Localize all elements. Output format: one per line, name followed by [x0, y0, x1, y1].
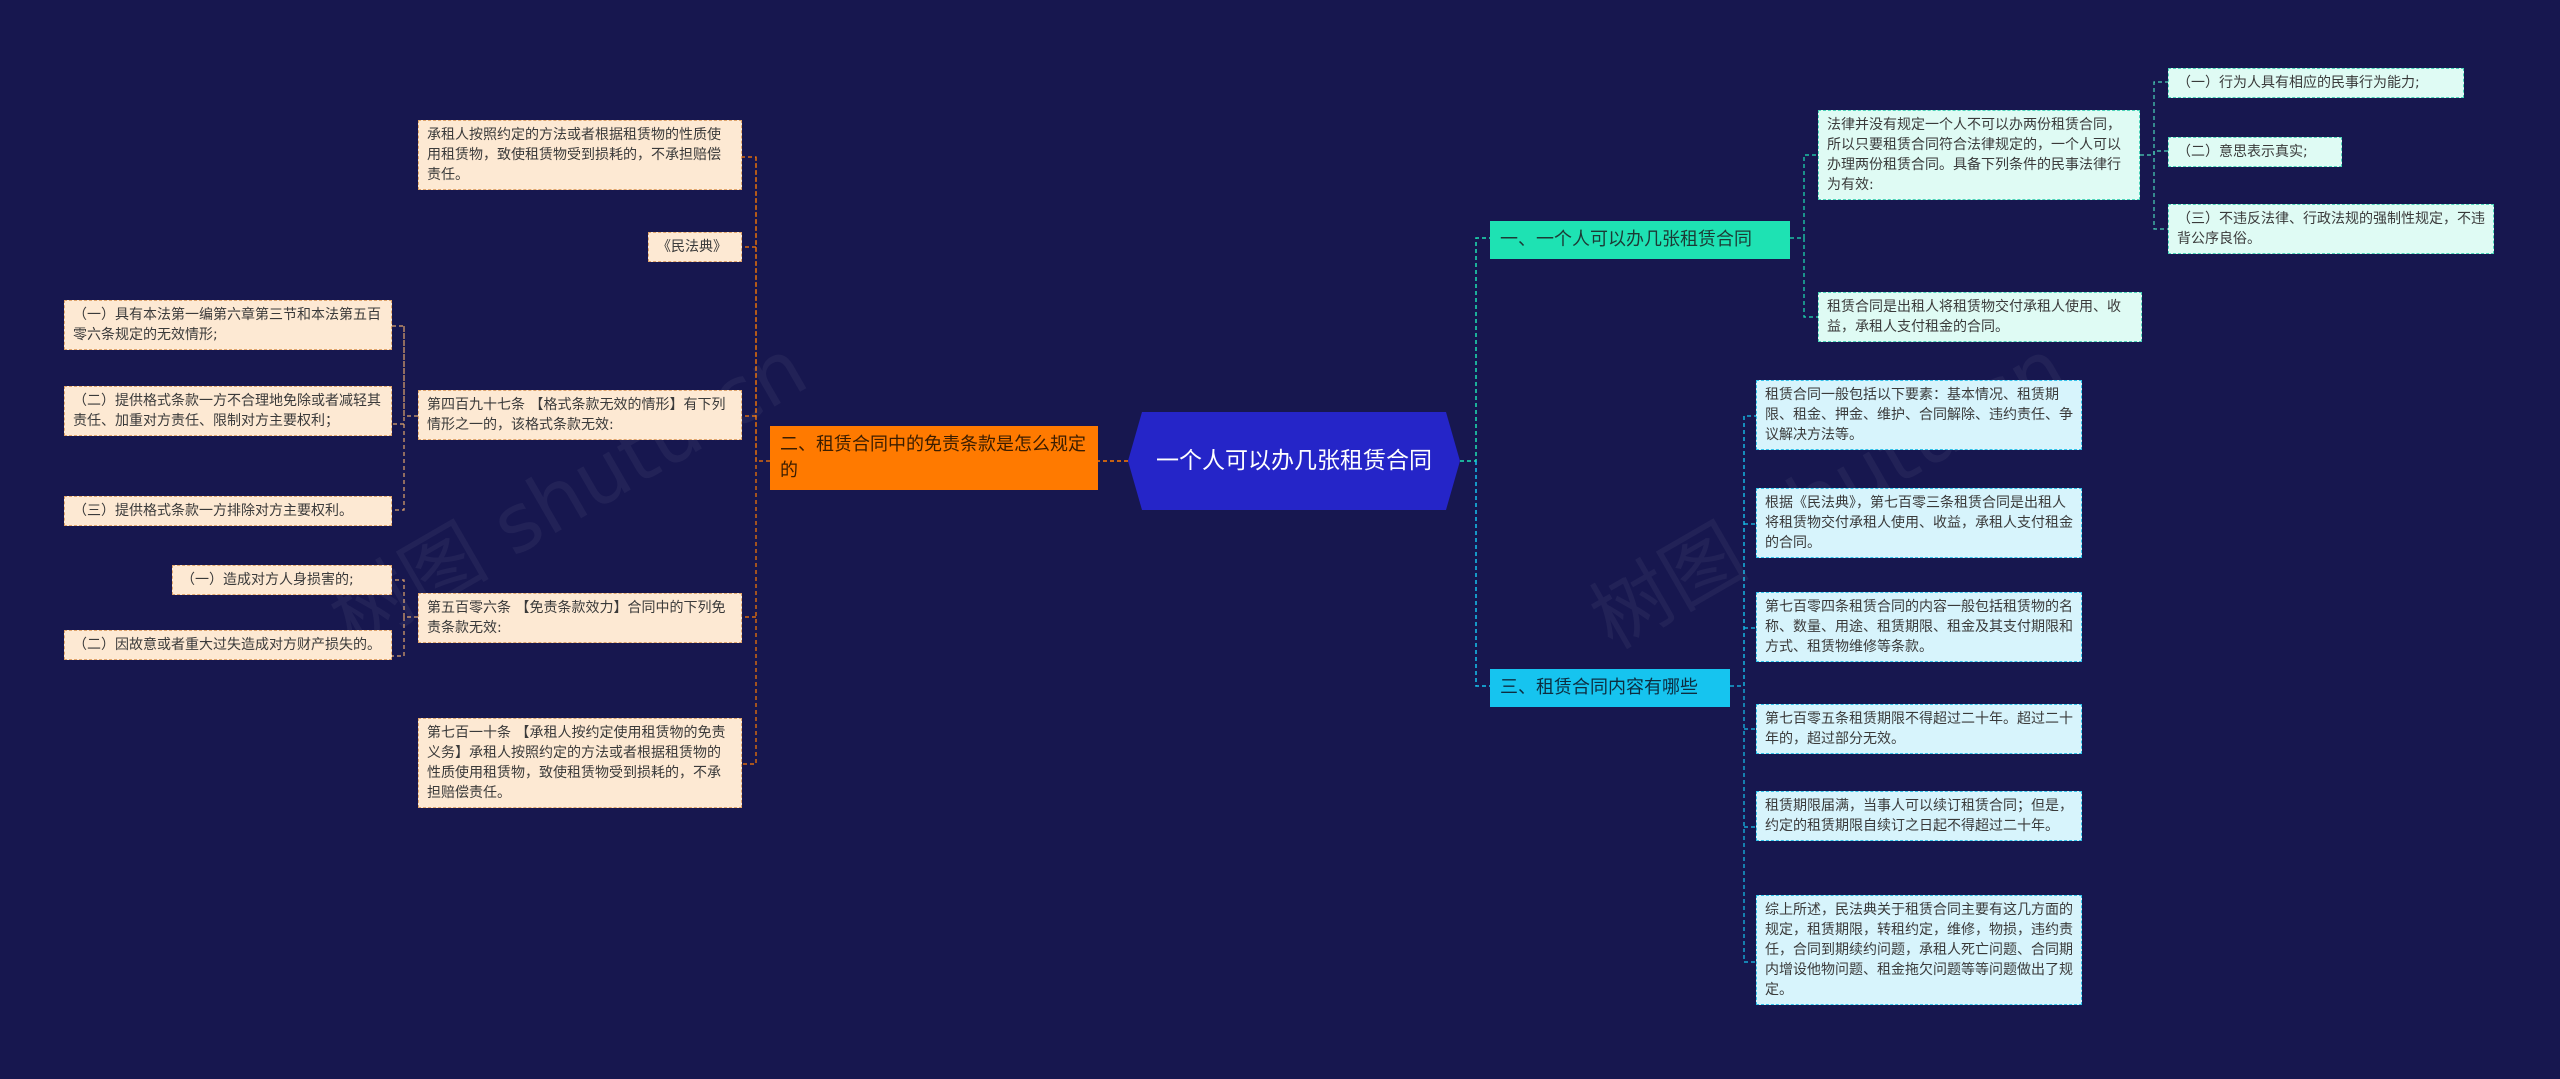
lessee-text-node[interactable]: 承租人按照约定的方法或者根据租赁物的性质使用租赁物，致使租赁物受到损耗的，不承担… — [418, 120, 742, 190]
article-506-node[interactable]: 第五百零六条 【免责条款效力】合同中的下列免责条款无效: — [418, 593, 742, 643]
article-506-item-2[interactable]: （二）因故意或者重大过失造成对方财产损失的。 — [64, 630, 392, 660]
article-710-node[interactable]: 第七百一十条 【承租人按约定使用租赁物的免责义务】承租人按照约定的方法或者根据租… — [418, 718, 742, 808]
contents-node-2[interactable]: 根据《民法典》，第七百零三条租赁合同是出租人将租赁物交付承租人使用、收益，承租人… — [1756, 488, 2082, 558]
branch-contract-contents[interactable]: 三、租赁合同内容有哪些 — [1490, 669, 1730, 707]
contents-node-5[interactable]: 租赁期限届满，当事人可以续订租赁合同；但是，约定的租赁期限自续订之日起不得超过二… — [1756, 791, 2082, 841]
definition-node[interactable]: 租赁合同是出租人将租赁物交付承租人使用、收益，承租人支付租金的合同。 — [1818, 292, 2142, 342]
condition-node-2[interactable]: （二）意思表示真实; — [2168, 137, 2342, 167]
civil-code-node[interactable]: 《民法典》 — [648, 232, 742, 262]
contents-node-6[interactable]: 综上所述，民法典关于租赁合同主要有这几方面的规定，租赁期限，转租约定，维修，物损… — [1756, 895, 2082, 1005]
condition-node-1[interactable]: （一）行为人具有相应的民事行为能力; — [2168, 68, 2464, 98]
branch-exemption-clauses[interactable]: 二、租赁合同中的免责条款是怎么规定的 — [770, 426, 1098, 490]
article-497-item-1[interactable]: （一）具有本法第一编第六章第三节和本法第五百零六条规定的无效情形; — [64, 300, 392, 350]
law-text-node[interactable]: 法律并没有规定一个人不可以办两份租赁合同，所以只要租赁合同符合法律规定的，一个人… — [1818, 110, 2140, 200]
root-topic[interactable]: 一个人可以办几张租赁合同 — [1128, 412, 1460, 510]
contents-node-1[interactable]: 租赁合同一般包括以下要素：基本情况、租赁期限、租金、押金、维护、合同解除、违约责… — [1756, 380, 2082, 450]
article-506-item-1[interactable]: （一）造成对方人身损害的; — [172, 565, 392, 595]
condition-node-3[interactable]: （三）不违反法律、行政法规的强制性规定，不违背公序良俗。 — [2168, 204, 2494, 254]
article-497-item-2[interactable]: （二）提供格式条款一方不合理地免除或者减轻其责任、加重对方责任、限制对方主要权利… — [64, 386, 392, 436]
article-497-node[interactable]: 第四百九十七条 【格式条款无效的情形】有下列情形之一的，该格式条款无效: — [418, 390, 742, 440]
contents-node-3[interactable]: 第七百零四条租赁合同的内容一般包括租赁物的名称、数量、用途、租赁期限、租金及其支… — [1756, 592, 2082, 662]
contents-node-4[interactable]: 第七百零五条租赁期限不得超过二十年。超过二十年的，超过部分无效。 — [1756, 704, 2082, 754]
article-497-item-3[interactable]: （三）提供格式条款一方排除对方主要权利。 — [64, 496, 392, 526]
branch-how-many-contracts[interactable]: 一、一个人可以办几张租赁合同 — [1490, 221, 1790, 259]
